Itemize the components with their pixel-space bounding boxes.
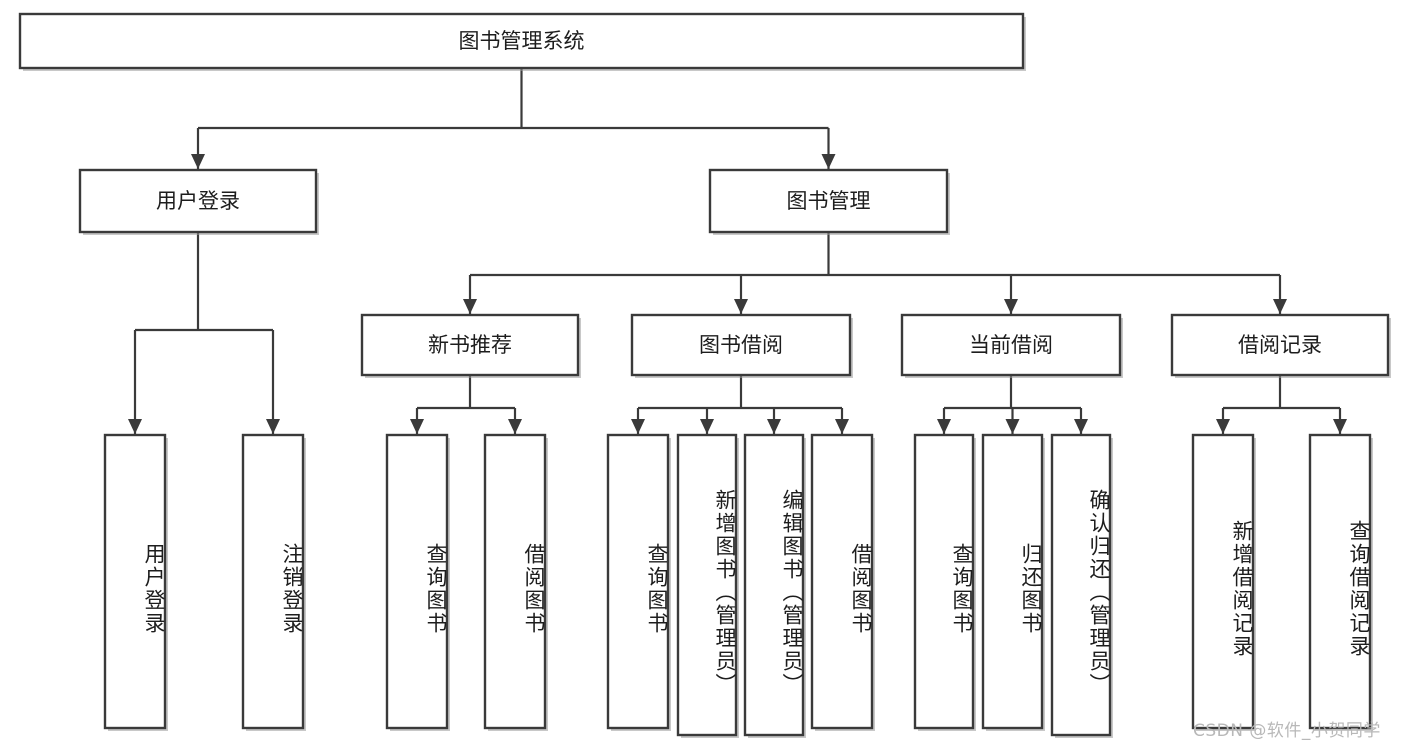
connector-arrowhead [128,419,142,434]
node-box-bb-edit-book[interactable] [743,433,805,737]
node-box-login-do[interactable] [103,433,167,730]
watermark: CSDN @软件_小贺同学 [1193,721,1381,741]
connector-arrowhead [463,299,477,314]
connector-arrowhead [734,299,748,314]
connector-arrowhead [821,154,836,169]
node-box-bb-query-book[interactable] [606,433,670,730]
connector-arrowhead [767,419,781,434]
connector-arrowhead [1074,419,1088,434]
connector-arrowhead [1005,419,1020,434]
node-label-root: 图书管理系统 [459,29,585,53]
connector-arrowhead [1004,299,1018,314]
node-box-bb-borrow-book[interactable] [810,433,874,730]
connector-arrowhead [266,419,280,434]
node-box-cb-query-book[interactable] [913,433,975,730]
connector-arrowhead [191,154,205,169]
connector-arrowhead [1333,419,1347,434]
connector-arrowhead [508,419,522,434]
connector-arrowhead [1216,419,1230,434]
node-box-logout-do[interactable] [241,433,305,730]
node-box-book-borrow[interactable] [630,313,852,377]
node-box-cb-return-book[interactable] [981,433,1044,730]
node-box-borrow-record[interactable] [1170,313,1390,377]
node-label-user-login: 用户登录 [156,189,240,213]
node-box-bb-add-book[interactable] [676,433,738,737]
node-label-new-book-rec: 新书推荐 [428,333,512,357]
node-box-rec-query-book[interactable] [385,433,449,730]
connector-arrowhead [835,419,849,434]
node-box-br-add-record[interactable] [1191,433,1255,730]
node-box-book-manage[interactable] [708,168,949,234]
node-box-layer [18,12,1391,738]
connector-arrowhead [410,419,424,434]
node-box-cb-confirm-return[interactable] [1050,433,1112,737]
node-label-current-borrow: 当前借阅 [969,333,1053,357]
node-box-br-query-record[interactable] [1308,433,1372,730]
connector-layer [128,68,1347,434]
connector-arrowhead [631,419,645,434]
connector-arrowhead [1273,299,1287,314]
node-label-book-manage: 图书管理 [787,189,871,213]
node-box-user-login[interactable] [78,168,318,234]
node-label-book-borrow: 图书借阅 [699,333,783,357]
node-box-current-borrow[interactable] [900,313,1122,377]
node-box-root[interactable] [18,12,1025,70]
node-box-new-book-rec[interactable] [360,313,580,377]
connector-arrowhead [700,419,714,434]
connector-arrowhead [937,419,951,434]
node-box-rec-borrow-book[interactable] [483,433,547,730]
node-label-borrow-record: 借阅记录 [1238,333,1322,357]
